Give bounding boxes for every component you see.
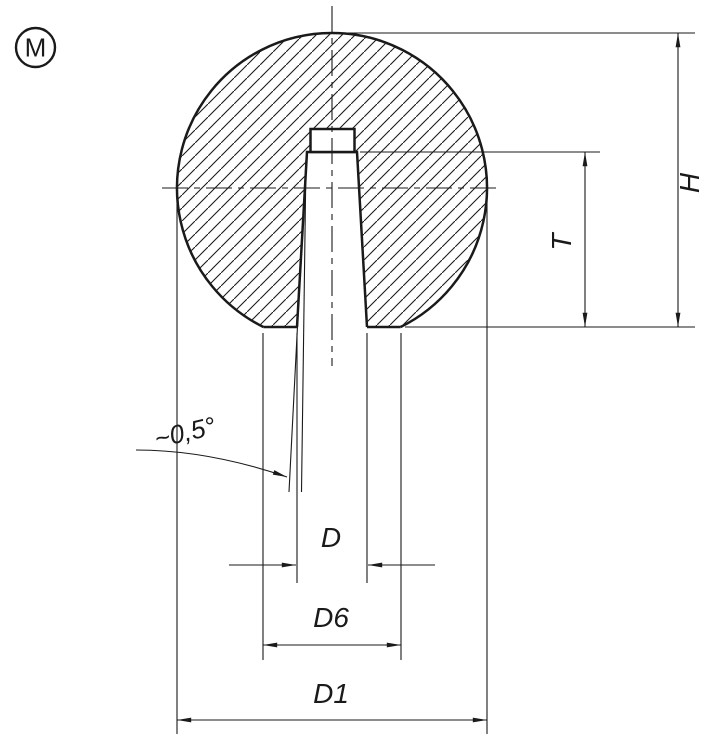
label-D6: D6	[313, 602, 349, 633]
label-D: D	[321, 522, 341, 553]
material-marker: M	[14, 26, 57, 69]
material-marker-circle	[14, 26, 57, 69]
vertical-reference-line	[300, 159, 307, 493]
label-taper-angle: ~0,5°	[152, 411, 219, 454]
angle-dimension-arc	[135, 449, 288, 478]
centerlines	[162, 6, 502, 366]
ball-outline	[175, 31, 489, 329]
material-marker-letter: M	[25, 33, 47, 63]
label-H: H	[674, 172, 705, 193]
label-D1: D1	[313, 678, 349, 709]
dimension-lines	[135, 33, 681, 723]
label-T: T	[546, 232, 577, 251]
extension-lines	[176, 32, 695, 734]
